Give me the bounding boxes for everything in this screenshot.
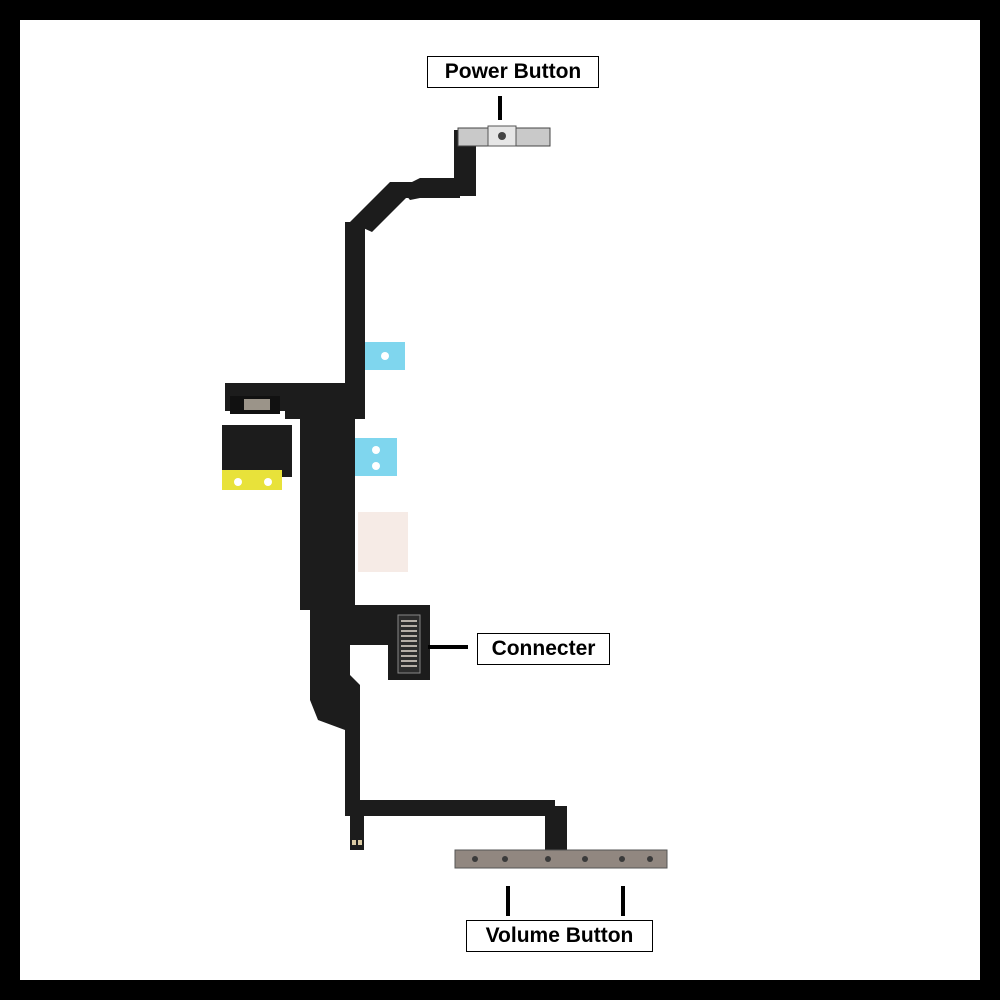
volume-button-leader-left xyxy=(506,886,510,916)
volume-button-label: Volume Button xyxy=(466,920,653,952)
connector-leader xyxy=(428,645,468,649)
power-button-label: Power Button xyxy=(427,56,599,88)
flex-ribbon xyxy=(222,130,567,852)
sensor-module xyxy=(230,396,280,414)
white-tape xyxy=(358,512,408,572)
connector-label: Connecter xyxy=(477,633,610,665)
tape-hole-2 xyxy=(264,478,272,486)
volume-button-bracket xyxy=(454,849,668,869)
tail-contacts xyxy=(350,836,364,850)
board-connector xyxy=(397,614,421,674)
blue-tape-upper xyxy=(365,342,405,370)
volume-button-leader-right xyxy=(621,886,625,916)
power-button-bracket xyxy=(457,125,551,147)
tape-hole-1 xyxy=(234,478,242,486)
yellow-tape xyxy=(222,470,282,490)
blue-tape-lower xyxy=(355,438,397,476)
power-button-leader xyxy=(498,96,502,120)
